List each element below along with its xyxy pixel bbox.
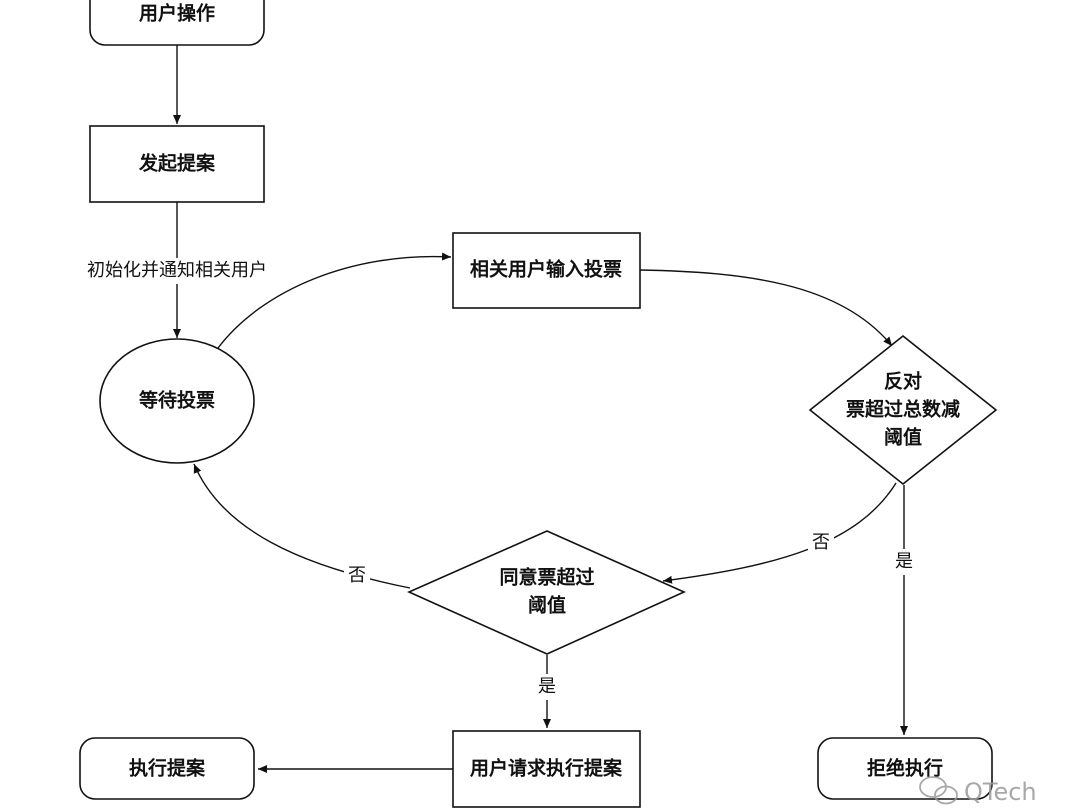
watermark-text: QTech xyxy=(964,778,1037,806)
node-initiate-proposal: 发起提案 xyxy=(89,125,265,203)
node-oppose-check-line-2: 票超过总数减 xyxy=(846,398,960,421)
wechat-icon xyxy=(919,776,958,805)
oppose-yes-label-bg xyxy=(891,549,917,575)
node-agree-check: 同意票超过 阈值 xyxy=(407,530,686,655)
node-initiate-proposal-label: 发起提案 xyxy=(138,152,216,175)
node-reject-label: 拒绝执行 xyxy=(867,757,943,780)
node-request-execute: 用户请求执行提案 xyxy=(452,730,641,808)
edge-label-init-notify: 初始化并通知相关用户 xyxy=(87,260,267,281)
node-execute: 执行提案 xyxy=(79,737,255,800)
node-oppose-check-line-3: 阈值 xyxy=(884,426,922,449)
node-agree-check-line-2: 阈值 xyxy=(528,594,566,617)
node-input-vote: 相关用户输入投票 xyxy=(452,232,641,309)
init-notify-label-bg xyxy=(68,258,286,284)
node-user-action: 用户操作 xyxy=(89,0,265,46)
edge-agree-no xyxy=(193,463,411,589)
node-execute-label: 执行提案 xyxy=(129,757,206,780)
node-oppose-check: 反对 票超过总数减 阈值 xyxy=(808,334,998,486)
agree-no-label-bg xyxy=(344,563,370,589)
agree-yes-label-bg xyxy=(534,674,560,700)
edge-wait-to-input xyxy=(217,252,452,349)
node-oppose-check-line-1: 反对 xyxy=(884,370,922,393)
node-reject: 拒绝执行 xyxy=(817,737,993,800)
edge-label-agree-yes: 是 xyxy=(538,676,556,697)
edge-oppose-no xyxy=(662,482,897,584)
node-wait-vote: 等待投票 xyxy=(99,338,255,464)
edge-label-oppose-no: 否 xyxy=(812,532,830,553)
node-user-action-label: 用户操作 xyxy=(139,2,215,25)
edge-label-oppose-yes: 是 xyxy=(895,551,913,572)
node-wait-vote-label: 等待投票 xyxy=(138,389,215,412)
oppose-no-label-bg xyxy=(808,530,834,556)
node-request-execute-label: 用户请求执行提案 xyxy=(470,757,623,780)
node-input-vote-label: 相关用户输入投票 xyxy=(470,258,622,281)
edge-label-agree-no: 否 xyxy=(348,565,366,586)
edge-input-to-oppose xyxy=(639,269,893,347)
watermark: QTech xyxy=(919,776,1037,806)
node-agree-check-line-1: 同意票超过 xyxy=(499,566,594,589)
